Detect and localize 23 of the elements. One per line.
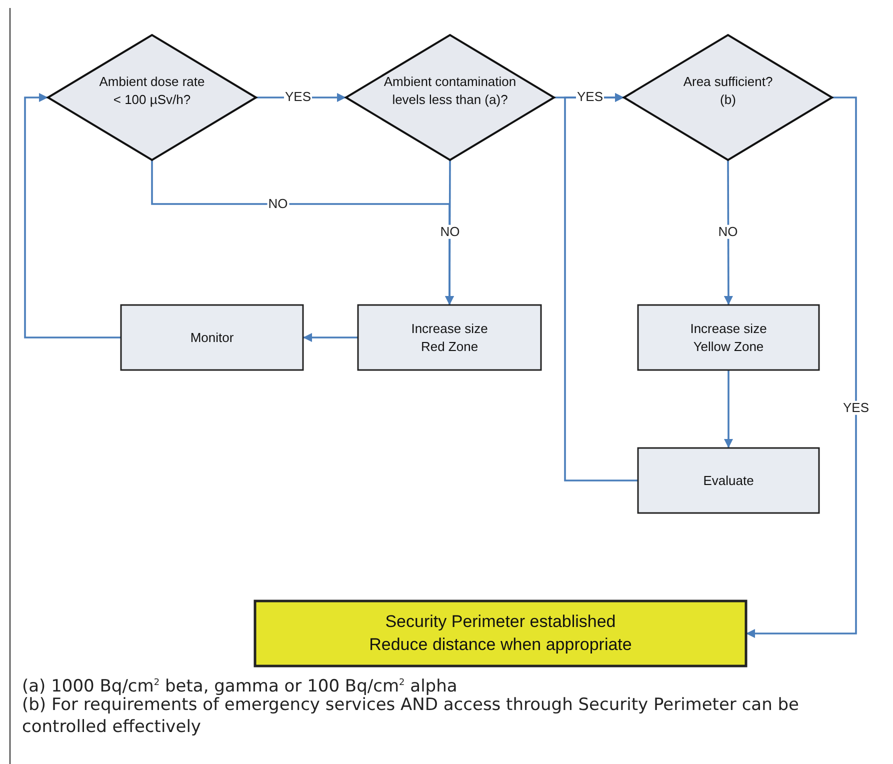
arrow (24, 93, 121, 338)
arrow (746, 96, 857, 638)
edge-label: NO (717, 224, 739, 240)
arrow (724, 370, 733, 448)
edge-label: NO (267, 196, 289, 212)
process-text: Increase size Yellow Zone (689, 320, 768, 356)
arrow (445, 160, 454, 305)
decision-text: Ambient dose rate < 100 µSv/h? (98, 72, 206, 108)
process-text: Security Perimeter established Reduce distance when appropriate (368, 610, 633, 656)
arrow (303, 333, 358, 342)
edge-label: YES (842, 400, 870, 416)
edge-label: YES (576, 90, 604, 104)
decision-text: Ambient contamination levels less than (a)? (382, 72, 518, 108)
decision-text: Area sufficient? (b) (682, 72, 774, 108)
arrow (724, 160, 733, 305)
edge-label: NO (439, 224, 461, 240)
arrow (564, 93, 638, 482)
edge-label: YES (284, 90, 312, 104)
footnote: (a) 1000 Bq/cm$^{2}$ beta, gamma or 100 Bq/cm$^{2}$ alpha (22, 676, 458, 697)
footnote: (b) For requirements of emergency services AND access through Security Perimeter can be controlled effectively (22, 695, 800, 738)
process-text: Monitor (189, 328, 235, 346)
process-text: Evaluate (702, 472, 755, 490)
process-text: Increase size Red Zone (410, 320, 489, 356)
